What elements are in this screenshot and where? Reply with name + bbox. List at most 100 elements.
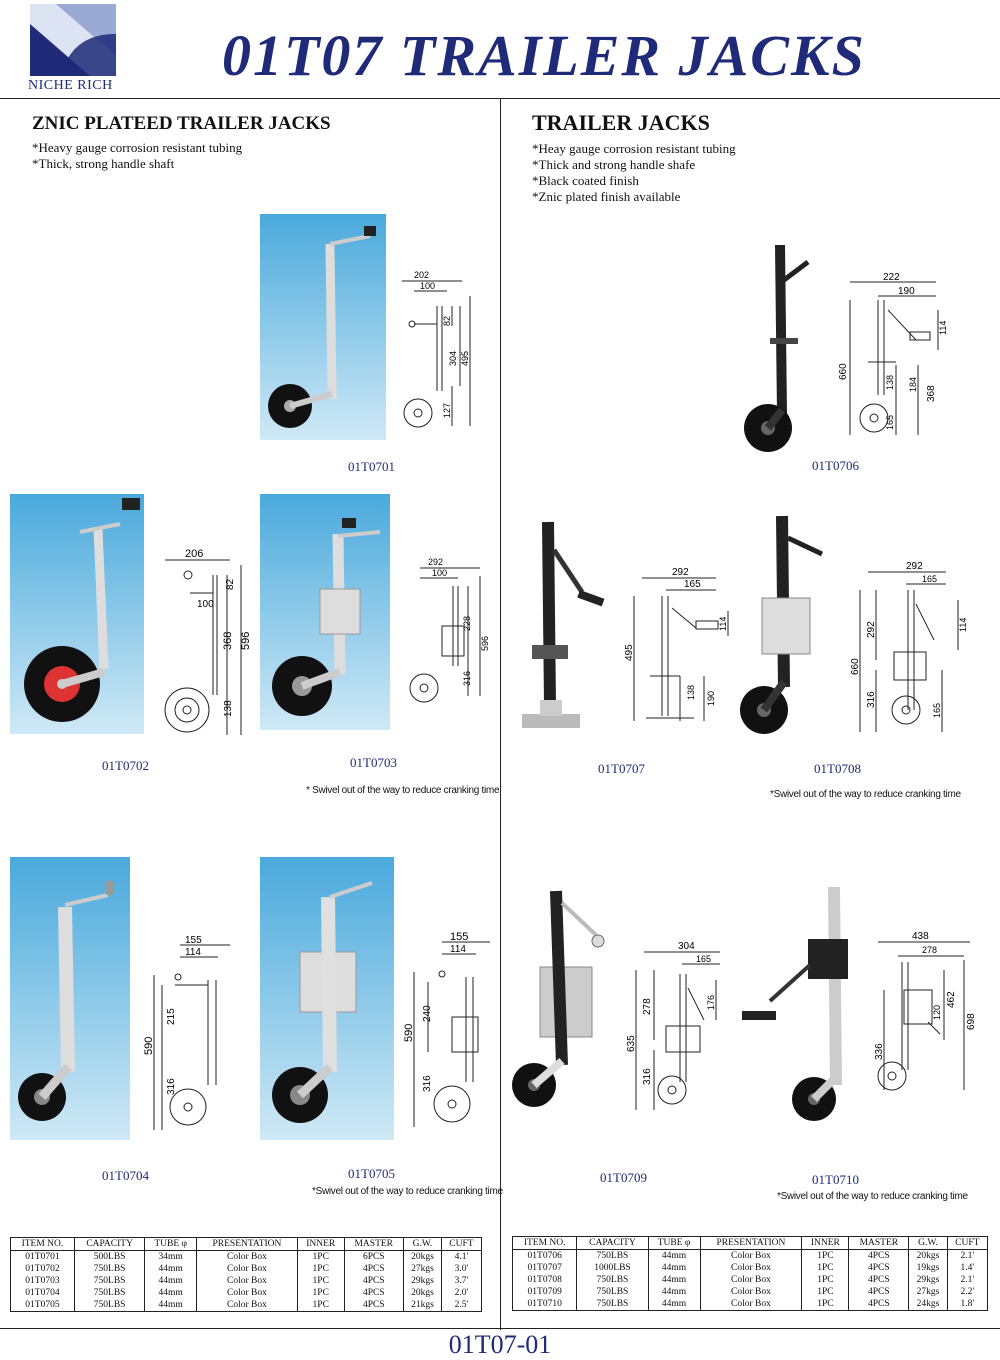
dimension-label: 596 (480, 636, 490, 651)
table-cell: 44mm (144, 1275, 197, 1287)
product-code-01t0705: 01T0705 (348, 1166, 395, 1181)
dimension-label: 462 (946, 991, 957, 1008)
table-cell: 2.0' (440, 1287, 483, 1299)
dimension-label: 165 (696, 954, 711, 964)
table-cell: 01T0709 (511, 1286, 578, 1298)
table-cell: 44mm (144, 1287, 197, 1299)
dimension-label: 495 (460, 351, 470, 366)
dimension-label: 368 (222, 632, 234, 650)
dimension-label: 100 (420, 281, 435, 291)
table-cell: 01T0710 (511, 1298, 578, 1311)
dimension-label: 206 (185, 548, 203, 560)
table-cell: 27kgs (908, 1286, 948, 1298)
table-cell: 21kgs (403, 1299, 442, 1312)
swivel-note: *Swivel out of the way to reduce crankin… (777, 1191, 968, 1202)
dimension-label: 114 (938, 321, 948, 335)
table-cell: 1PC (801, 1274, 850, 1286)
table-header: ITEM NO. (511, 1236, 578, 1250)
table-cell: 4PCS (848, 1249, 910, 1262)
dimension-drawing-01t0702: 206 100 82 368 596 138 (164, 548, 252, 735)
left-bullet: *Heavy gauge corrosion resistant tubing (32, 140, 243, 155)
table-cell: 750LBS (73, 1287, 146, 1299)
table-cell: 20kgs (908, 1249, 948, 1262)
table-header: MASTER (848, 1236, 910, 1250)
table-cell: 1PC (296, 1287, 345, 1299)
table-cell: Color Box (195, 1250, 298, 1263)
left-spec-table: ITEM NO. CAPACITY TUBE φ PRESENTATION IN… (10, 1237, 483, 1312)
jack-image-01t0707 (522, 521, 605, 728)
dimension-label: 316 (866, 691, 877, 708)
table-cell: 750LBS (576, 1274, 649, 1286)
table-header: CUFT (440, 1237, 483, 1251)
table-cell: 3.7' (440, 1275, 483, 1287)
jack-image-01t0709 (512, 890, 605, 1107)
dimension-drawing-01t0703: 292 100 228 596 316 (409, 557, 490, 703)
table-cell: 4PCS (848, 1286, 910, 1298)
table-cell: 750LBS (73, 1275, 146, 1287)
dimension-label: 292 (866, 621, 877, 638)
dimension-label: 165 (922, 574, 937, 584)
product-code-01t0703: 01T0703 (350, 755, 397, 770)
dimension-label: 184 (908, 377, 918, 392)
dimension-label: 635 (626, 1035, 637, 1052)
table-cell: 1000LBS (576, 1262, 649, 1274)
right-bullet: *Znic plated finish available (532, 189, 681, 204)
dimension-label: 202 (414, 270, 429, 280)
table-header: INNER (296, 1237, 345, 1251)
dimension-label: 304 (678, 941, 695, 952)
jack-image-01t0705 (272, 881, 373, 1123)
table-cell: 1PC (296, 1299, 345, 1312)
table-cell: 4PCS (848, 1298, 910, 1311)
product-code-01t0702: 01T0702 (102, 758, 149, 773)
dimension-label: 292 (672, 567, 689, 578)
table-cell: 750LBS (73, 1299, 146, 1312)
table-cell: Color Box (699, 1262, 803, 1274)
dimension-drawing-01t0708: 292 165 114 292 660 316 165 (850, 561, 966, 732)
table-cell: 750LBS (73, 1263, 146, 1275)
table-cell: 01T0707 (511, 1262, 578, 1274)
dimension-label: 278 (642, 998, 653, 1015)
table-cell: 750LBS (576, 1286, 649, 1298)
table-header: G.W. (908, 1236, 948, 1250)
jack-image-01t0701 (268, 226, 376, 428)
dimension-label: 336 (874, 1043, 885, 1060)
table-cell: 01T0702 (10, 1263, 75, 1275)
table-header: CUFT (946, 1236, 989, 1250)
dimension-label: 176 (706, 995, 716, 1010)
table-cell: 2.1' (946, 1274, 989, 1286)
table-header: G.W. (403, 1237, 442, 1251)
jack-image-01t0703 (272, 518, 381, 716)
dimension-label: 316 (422, 1075, 433, 1092)
table-cell: Color Box (195, 1275, 298, 1287)
table-cell: 6PCS (343, 1250, 405, 1263)
table-cell: 44mm (647, 1286, 701, 1298)
dimension-label: 82 (225, 578, 236, 590)
table-cell: 01T0703 (10, 1275, 75, 1287)
table-header-row: ITEM NO. CAPACITY TUBE φ PRESENTATION IN… (10, 1237, 483, 1251)
dimension-label: 114 (450, 944, 466, 955)
dimension-label: 114 (718, 617, 728, 631)
dimension-drawing-01t0707: 292 165 114 495 138 190 (624, 567, 729, 721)
table-cell: 4PCS (343, 1275, 405, 1287)
dimension-label: 316 (166, 1078, 177, 1095)
column-divider (500, 98, 501, 1330)
dimension-label: 165 (885, 415, 895, 430)
table-cell: 1PC (296, 1275, 345, 1287)
table-cell: 2.2' (946, 1286, 989, 1298)
table-cell: 4PCS (343, 1299, 405, 1312)
dimension-label: 138 (686, 685, 696, 700)
swivel-note: *Swivel out of the way to reduce crankin… (312, 1186, 503, 1197)
dimension-label: 292 (906, 561, 923, 572)
product-code-01t0706: 01T0706 (812, 458, 859, 473)
dimension-label: 278 (922, 945, 937, 955)
table-cell: 34mm (144, 1250, 197, 1263)
table-cell: 44mm (144, 1263, 197, 1275)
dimension-label: 165 (684, 579, 701, 590)
dimension-drawing-01t0704: 155 114 215 590 316 (143, 935, 230, 1130)
product-code-01t0701: 01T0701 (348, 459, 395, 474)
right-bullet: *Thick and strong handle shafe (532, 157, 696, 172)
dimension-label: 114 (185, 947, 201, 958)
